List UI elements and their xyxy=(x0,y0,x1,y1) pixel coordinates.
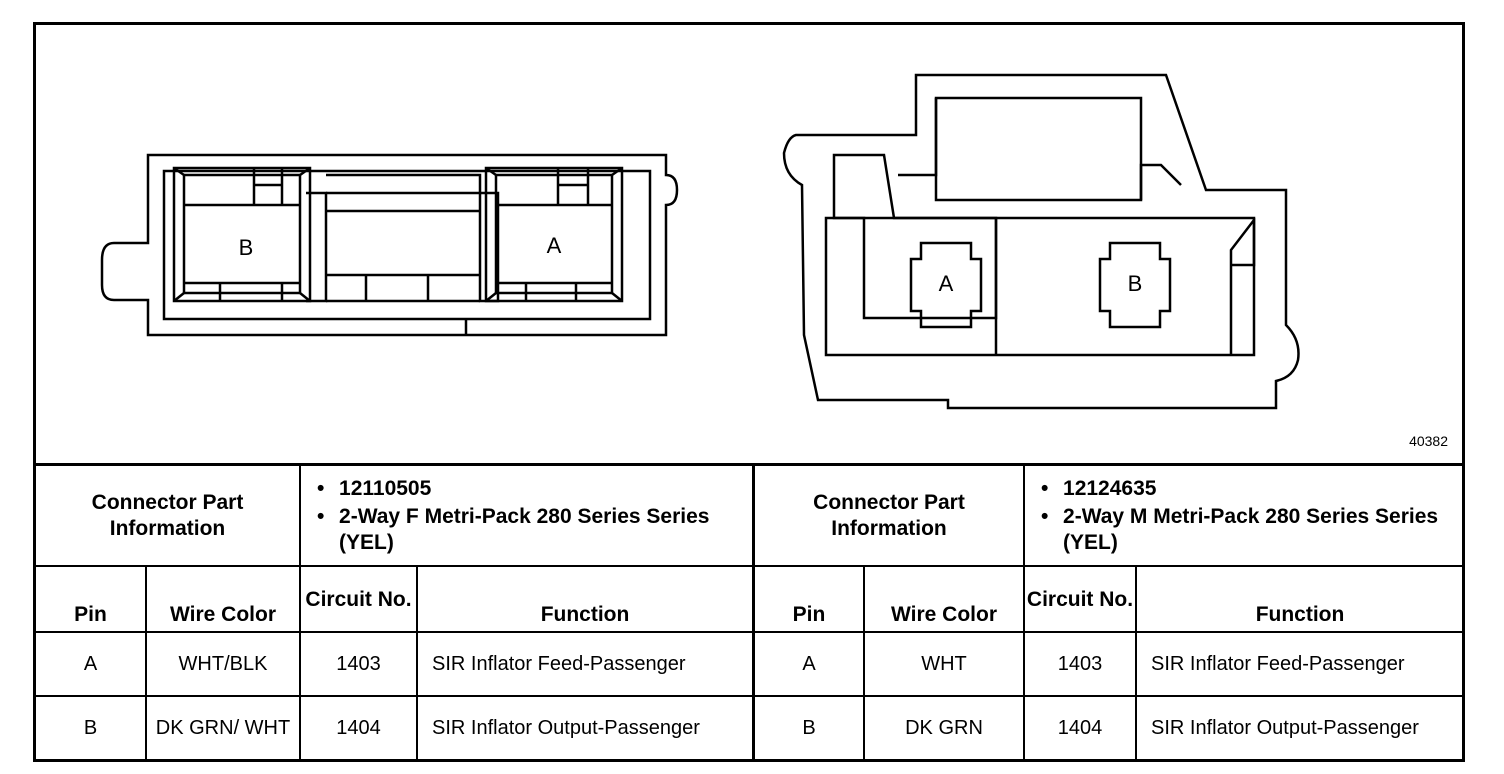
part-number: 12110505 xyxy=(317,476,744,502)
part-number: 12124635 xyxy=(1041,476,1455,502)
connector-part-info-label: Connector Part Information xyxy=(36,466,302,567)
circuit-header: Circuit No. xyxy=(299,565,419,633)
pin-cell: A xyxy=(36,631,147,697)
wire-color-cell: WHT xyxy=(862,631,1026,697)
column-header-row: Pin Wire Color Circuit No. Function xyxy=(753,565,1464,633)
male-connector-table: Connector Part Information 12124635 2-Wa… xyxy=(752,466,1464,760)
pin-cell: A xyxy=(753,631,865,697)
pin-cell: B xyxy=(36,695,147,760)
part-description: 2-Way F Metri-Pack 280 Series Series (YE… xyxy=(317,504,744,556)
part-info-row: Connector Part Information 12124635 2-Wa… xyxy=(752,466,1464,567)
male-cavity-label-a: A xyxy=(939,271,954,296)
circuit-cell: 1404 xyxy=(1023,695,1138,760)
part-info-row: Connector Part Information 12110505 2-Wa… xyxy=(36,466,755,567)
connector-drawings-svg: B A A B xyxy=(100,73,1300,410)
part-info: 12124635 2-Way M Metri-Pack 280 Series S… xyxy=(1023,466,1464,567)
table-row: A WHT 1403 SIR Inflator Feed-Passenger xyxy=(753,631,1464,697)
wire-color-cell: WHT/BLK xyxy=(144,631,302,697)
circuit-header: Circuit No. xyxy=(1023,565,1138,633)
part-info: 12110505 2-Way F Metri-Pack 280 Series S… xyxy=(299,466,755,567)
part-description: 2-Way M Metri-Pack 280 Series Series (YE… xyxy=(1041,504,1455,556)
pin-header: Pin xyxy=(753,565,865,633)
circuit-cell: 1403 xyxy=(299,631,419,697)
female-cavity-label-b: B xyxy=(239,235,254,260)
female-connector-drawing xyxy=(100,153,679,337)
male-connector-drawing xyxy=(782,73,1300,410)
column-header-row: Pin Wire Color Circuit No. Function xyxy=(36,565,755,633)
wire-color-header: Wire Color xyxy=(144,565,302,633)
table-row: A WHT/BLK 1403 SIR Inflator Feed-Passeng… xyxy=(36,631,755,697)
function-cell: SIR Inflator Output-Passenger xyxy=(1135,695,1464,760)
function-cell: SIR Inflator Output-Passenger xyxy=(416,695,755,760)
female-connector-table: Connector Part Information 12110505 2-Wa… xyxy=(36,466,755,760)
circuit-cell: 1404 xyxy=(299,695,419,760)
figure-id: 40382 xyxy=(1409,433,1448,449)
diagram-frame: B A A B 40382 Connector Part Information… xyxy=(33,22,1465,762)
wire-color-header: Wire Color xyxy=(862,565,1026,633)
pin-cell: B xyxy=(753,695,865,760)
function-cell: SIR Inflator Feed-Passenger xyxy=(416,631,755,697)
connector-drawings: B A A B 40382 xyxy=(36,25,1462,463)
connector-part-info-label: Connector Part Information xyxy=(752,466,1026,567)
function-cell: SIR Inflator Feed-Passenger xyxy=(1135,631,1464,697)
table-row: B DK GRN/ WHT 1404 SIR Inflator Output-P… xyxy=(36,695,755,760)
wire-color-cell: DK GRN/ WHT xyxy=(144,695,302,760)
circuit-cell: 1403 xyxy=(1023,631,1138,697)
function-header: Function xyxy=(1135,565,1464,633)
wire-color-cell: DK GRN xyxy=(862,695,1026,760)
connector-tables: Connector Part Information 12110505 2-Wa… xyxy=(36,463,1464,762)
male-cavity-label-b: B xyxy=(1128,271,1143,296)
female-cavity-label-a: A xyxy=(547,233,562,258)
function-header: Function xyxy=(416,565,755,633)
pin-header: Pin xyxy=(36,565,147,633)
table-row: B DK GRN 1404 SIR Inflator Output-Passen… xyxy=(753,695,1464,760)
